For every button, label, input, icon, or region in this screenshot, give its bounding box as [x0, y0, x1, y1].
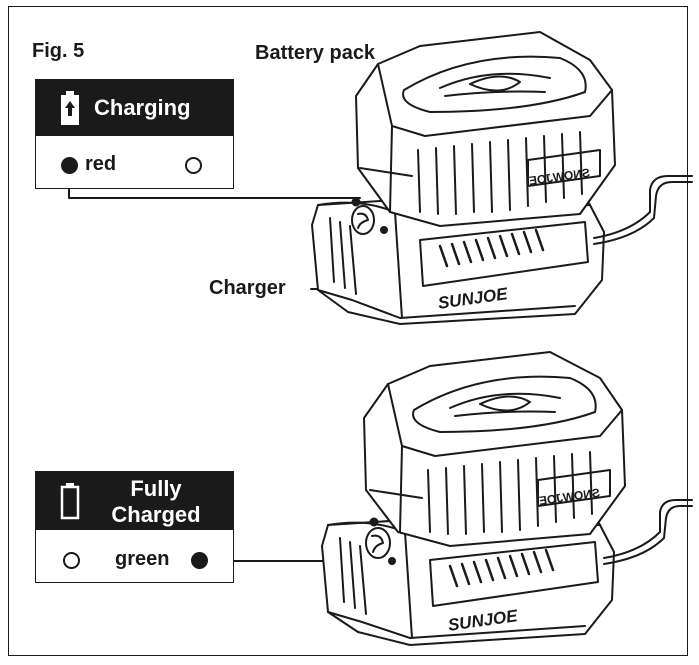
- green-led-indicator: [191, 552, 208, 569]
- fully-charged-status-panel: Fully Charged green: [35, 471, 234, 583]
- charging-status-header: Charging: [36, 80, 233, 136]
- figure-title: Fig. 5: [32, 40, 85, 62]
- battery-pack-label: Battery pack: [255, 42, 376, 64]
- green-led-label: green: [115, 548, 170, 570]
- battery-empty-outline-icon: [60, 483, 80, 520]
- charging-status-text: Charging: [94, 95, 191, 120]
- red-led-indicator: [61, 157, 78, 174]
- red-led-indicator-off: [63, 552, 80, 569]
- fully-charged-status-text: Fully Charged: [94, 476, 218, 528]
- charging-status-panel: Charging red: [35, 79, 234, 189]
- fully-charged-status-header: Fully Charged: [36, 472, 233, 530]
- charger-top: [311, 31, 693, 325]
- fully-charged-line-1: Fully: [130, 476, 182, 501]
- fully-charged-line-2: Charged: [111, 502, 201, 527]
- charger-label: Charger: [209, 277, 286, 299]
- red-led-label: red: [85, 153, 117, 175]
- figure-frame: [8, 6, 688, 656]
- charger-bottom: [321, 351, 693, 646]
- green-led-indicator-off: [185, 157, 202, 174]
- battery-charging-icon: [61, 91, 79, 125]
